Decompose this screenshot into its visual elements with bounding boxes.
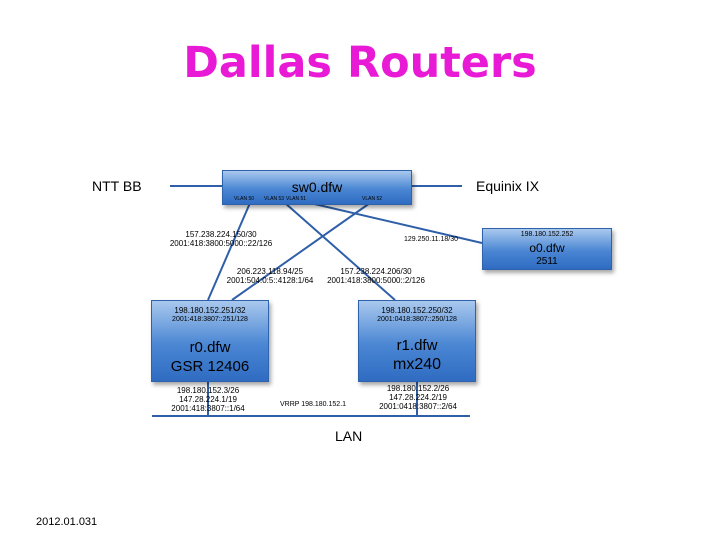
r0-sw0-ipv4: 157.238.224.150/30 xyxy=(185,230,257,239)
r1-ipv6: 2001:0418:3807::250/128 xyxy=(377,316,457,323)
link-o0 xyxy=(309,202,483,244)
vlan-52-label: VLAN 52 xyxy=(362,196,383,202)
r1-lan-ip-1: 198.180.152.2/26 xyxy=(386,384,450,393)
r1-sw0-ipv6: 2001:418:3800:5000::2/126 xyxy=(327,276,425,285)
r1-ipv4: 198.180.152.250/32 xyxy=(381,306,453,315)
r1-sw0-link-ip: 157.238.224.206/30 2001:418:3800:5000::2… xyxy=(322,267,430,285)
ntt-bb-label: NTT BB xyxy=(92,178,142,194)
sw0-switch[interactable]: sw0.dfw VLAN 50 VLAN 53 VLAN 51 VLAN 52 xyxy=(222,170,412,205)
r0-sw0-ipv6: 2001:418:3800:5000::22/126 xyxy=(169,239,273,248)
r0-ipv6: 2001:418:3807::251/128 xyxy=(172,316,248,323)
o0-ip: 198.180.152.252 xyxy=(520,231,574,238)
r0-name: r0.dfw xyxy=(189,339,231,356)
link-r0-vlan50 xyxy=(207,202,251,301)
link-r0-vlan52 xyxy=(231,202,371,301)
vlan-51-label: VLAN 51 xyxy=(286,196,307,202)
r0-ipv4: 198.180.152.251/32 xyxy=(174,306,246,315)
r0-lan-ip-3: 2001:418:3807::1/64 xyxy=(171,404,245,413)
vlan-53-label: VLAN 53 xyxy=(264,196,285,202)
cross-ipv6: 2001:504:0:5::4128:1/64 xyxy=(226,276,314,285)
footer-date: 2012.01.031 xyxy=(36,516,98,528)
r0-lan-ip-2: 147.28.224.1/19 xyxy=(179,395,237,404)
page-title: Dallas Routers xyxy=(183,38,537,88)
r1-sw0-ipv4: 157.238.224.206/30 xyxy=(340,267,412,276)
r1-name: r1.dfw xyxy=(396,337,438,354)
r0-router[interactable]: 198.180.152.251/32 2001:418:3807::251/12… xyxy=(151,300,269,382)
o0-link-ip: 129.250.11.18/30 xyxy=(404,236,458,243)
r0-lan-ips: 198.180.152.3/26 147.28.224.1/19 2001:41… xyxy=(158,386,258,413)
o0-model: 2511 xyxy=(536,256,558,267)
cross-link-ip: 206.223.118.94/25 2001:504:0:5::4128:1/6… xyxy=(222,267,318,285)
sw0-name: sw0.dfw xyxy=(291,179,343,195)
equinix-ix-label: Equinix IX xyxy=(476,178,540,194)
r1-lan-ips: 198.180.152.2/26 147.28.224.2/19 2001:04… xyxy=(366,384,470,411)
r1-lan-ip-3: 2001:0418:3807::2/64 xyxy=(379,402,457,411)
o0-name: o0.dfw xyxy=(529,241,565,255)
vlan-50-label: VLAN 50 xyxy=(234,196,255,202)
r0-lan-ip-1: 198.180.152.3/26 xyxy=(176,386,240,395)
r1-lan-ip-2: 147.28.224.2/19 xyxy=(389,393,447,402)
o0-router[interactable]: 198.180.152.252 o0.dfw 2511 xyxy=(482,228,612,270)
link-r1-vlan53 xyxy=(284,202,396,301)
r1-router[interactable]: 198.180.152.250/32 2001:0418:3807::250/1… xyxy=(358,300,476,382)
lan-label: LAN xyxy=(335,428,363,444)
vrrp-label: VRRP 198.180.152.1 xyxy=(280,401,347,408)
r0-model: GSR 12406 xyxy=(170,358,250,375)
r1-model: mx240 xyxy=(392,356,442,373)
r0-sw0-link-ip: 157.238.224.150/30 2001:418:3800:5000::2… xyxy=(166,230,276,248)
cross-ipv4: 206.223.118.94/25 xyxy=(236,267,304,276)
